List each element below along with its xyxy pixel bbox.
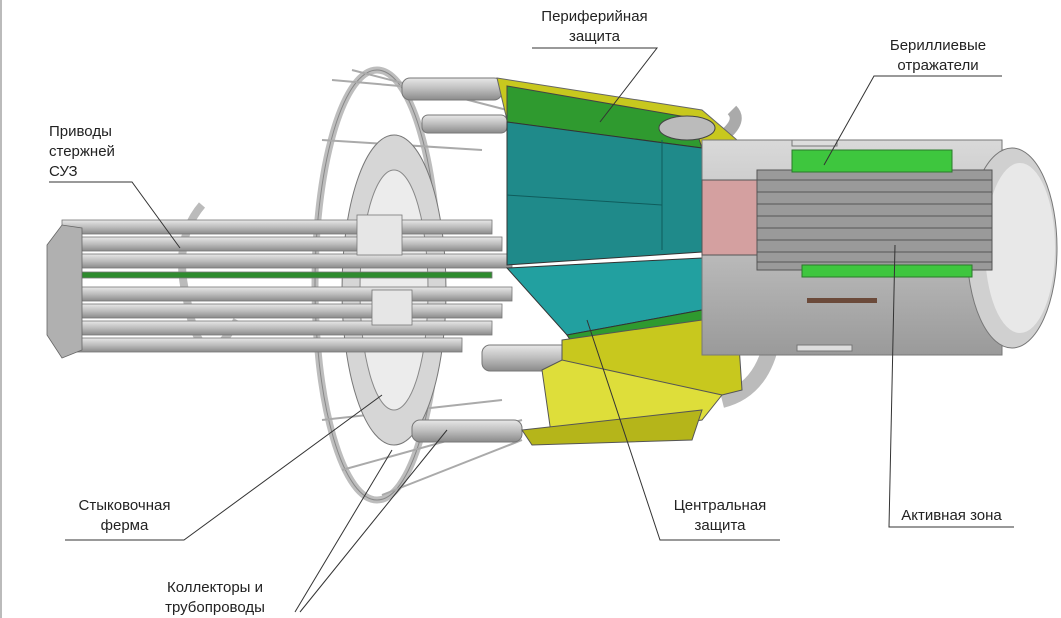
reactor-core: [701, 139, 1058, 356]
label-line: Центральная: [673, 497, 767, 514]
label-line: Бериллиевые: [889, 37, 987, 54]
label-line: ферма: [100, 517, 149, 534]
label-line: Коллекторы и: [166, 579, 264, 596]
label-line: отражатели: [897, 57, 979, 74]
label-line: Периферийная: [541, 8, 648, 25]
label-active-zone: Активная зона: [889, 506, 1014, 526]
label-control-rod-drives: Приводы стержней СУЗ: [49, 122, 115, 182]
control-rod-bundle: [46, 214, 513, 359]
label-peripheral-shield: Периферийная защита: [532, 7, 657, 47]
label-beryllium-reflectors: Бериллиевые отражатели: [874, 36, 1002, 76]
label-line: СУЗ: [49, 163, 78, 180]
central-shield: [505, 257, 743, 446]
label-line: Активная зона: [901, 507, 1002, 524]
label-line: Стыковочная: [78, 497, 171, 514]
leader-lines: [49, 47, 1014, 613]
label-line: защита: [694, 517, 746, 534]
label-docking-truss: Стыковочная ферма: [65, 496, 184, 536]
label-collectors-pipelines: Коллекторы и трубопроводы: [150, 578, 280, 618]
label-line: Приводы: [49, 123, 112, 140]
peripheral-shield: [496, 77, 739, 266]
label-line: стержней: [49, 143, 115, 160]
label-line: трубопроводы: [165, 599, 265, 616]
label-line: защита: [569, 28, 620, 45]
label-central-shield: Центральная защита: [660, 496, 780, 536]
